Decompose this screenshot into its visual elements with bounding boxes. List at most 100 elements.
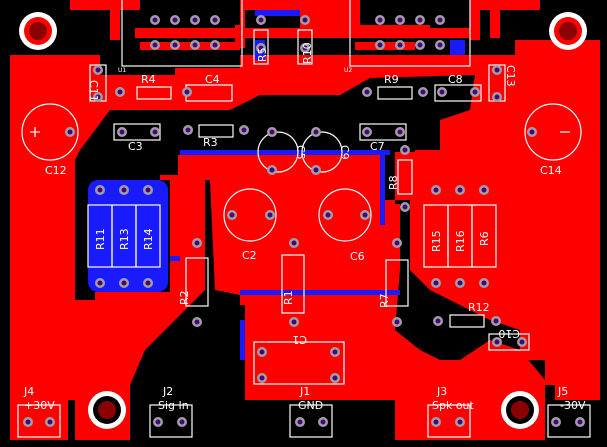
pad-hole [320,419,326,425]
pad-hole [258,17,264,23]
pad-hole [394,240,400,246]
pad-hole [394,319,400,325]
pad-hole [437,42,443,48]
pad-hole [229,212,235,218]
label-r16: R16 [454,230,467,252]
label-c8: C8 [448,73,463,86]
pad-hole [302,45,308,51]
label-u1: U1 [118,67,126,74]
pad-hole [437,17,443,23]
pad-hole [420,89,426,95]
pad-hole [152,17,158,23]
pad-hole [377,42,383,48]
label-r14: R14 [142,228,155,250]
copper-bottom-layer [88,10,465,360]
c12-outline [21,103,79,161]
pad-hole [397,17,403,23]
pad-hole [179,419,185,425]
label-c3: C3 [128,140,143,153]
c2-outline [223,188,277,242]
label-c11: C11 [87,80,100,102]
pad-hole [332,375,338,381]
pad-hole [259,349,265,355]
label-c7: C7 [370,140,385,153]
pad-hole [212,42,218,48]
connector-j3-name: Spk out [432,399,475,412]
u2-outline [349,0,471,67]
pad-hole [433,419,439,425]
pads [23,15,585,427]
pad-hole [397,42,403,48]
pad-hole [494,94,500,100]
pad-hole [291,319,297,325]
pad-hole [194,240,200,246]
pad-hole [364,89,370,95]
pad-hole [152,42,158,48]
connector-j2-name: Sig In [158,399,189,412]
label-r8: R8 [387,175,400,190]
connector-j1-ref: J1 [299,385,310,398]
pad-hole [435,318,441,324]
pad-hole [267,212,273,218]
pad-hole [439,89,445,95]
label-c13: C13 [504,65,517,87]
label-r10: R10 [301,42,314,64]
pad-hole [313,167,319,173]
pad-hole [269,129,275,135]
pad-hole [302,17,308,23]
mounting-holes [19,12,587,429]
pad-hole [121,280,127,286]
label-r9: R9 [384,73,399,86]
pad-hole [377,17,383,23]
pad-hole [259,375,265,381]
label-r15: R15 [430,230,443,252]
connector-j4-name: +30V [24,399,55,412]
pad-hole [241,127,247,133]
pad-hole [117,89,123,95]
label-c4: C4 [205,73,220,86]
label-c6: C6 [350,250,365,263]
pad-hole [397,129,403,135]
connector-j5-ref: J5 [557,385,568,398]
pad-hole [325,212,331,218]
pad-hole [155,419,161,425]
pad-hole [172,42,178,48]
label-r2: R2 [178,290,191,305]
pad-hole [192,17,198,23]
pad-hole [97,280,103,286]
label-c10: C10 [498,327,520,340]
connector-j2-ref: J2 [162,385,173,398]
c5-outline [257,131,299,173]
label-r13: R13 [118,228,131,250]
label-r6: R6 [478,231,491,246]
pad-hole [145,187,151,193]
pad-hole [494,67,500,73]
pad-hole [119,129,125,135]
pad-hole [212,17,218,23]
c6-outline [318,188,372,242]
pad-hole [291,240,297,246]
pad-hole [258,45,264,51]
label-r12: R12 [468,301,490,314]
connector-j5-name: -30V [560,399,586,412]
pad-hole [313,129,319,135]
pad-hole [67,129,73,135]
pad-hole [433,280,439,286]
pad-hole [481,280,487,286]
label-c2: C2 [242,249,257,262]
pad-hole [145,280,151,286]
label-r5: R5 [256,47,269,62]
pad-hole [402,147,408,153]
copper-top-layer [10,0,600,440]
label-r3: R3 [203,136,218,149]
pad-hole [269,167,275,173]
mount-hole-top-left [19,12,57,50]
pad-hole [121,187,127,193]
pad-hole [481,187,487,193]
pad-hole [472,89,478,95]
pad-hole [553,419,559,425]
pad-hole [185,127,191,133]
label-c14: C14 [540,164,562,177]
c9-outline [301,131,343,173]
